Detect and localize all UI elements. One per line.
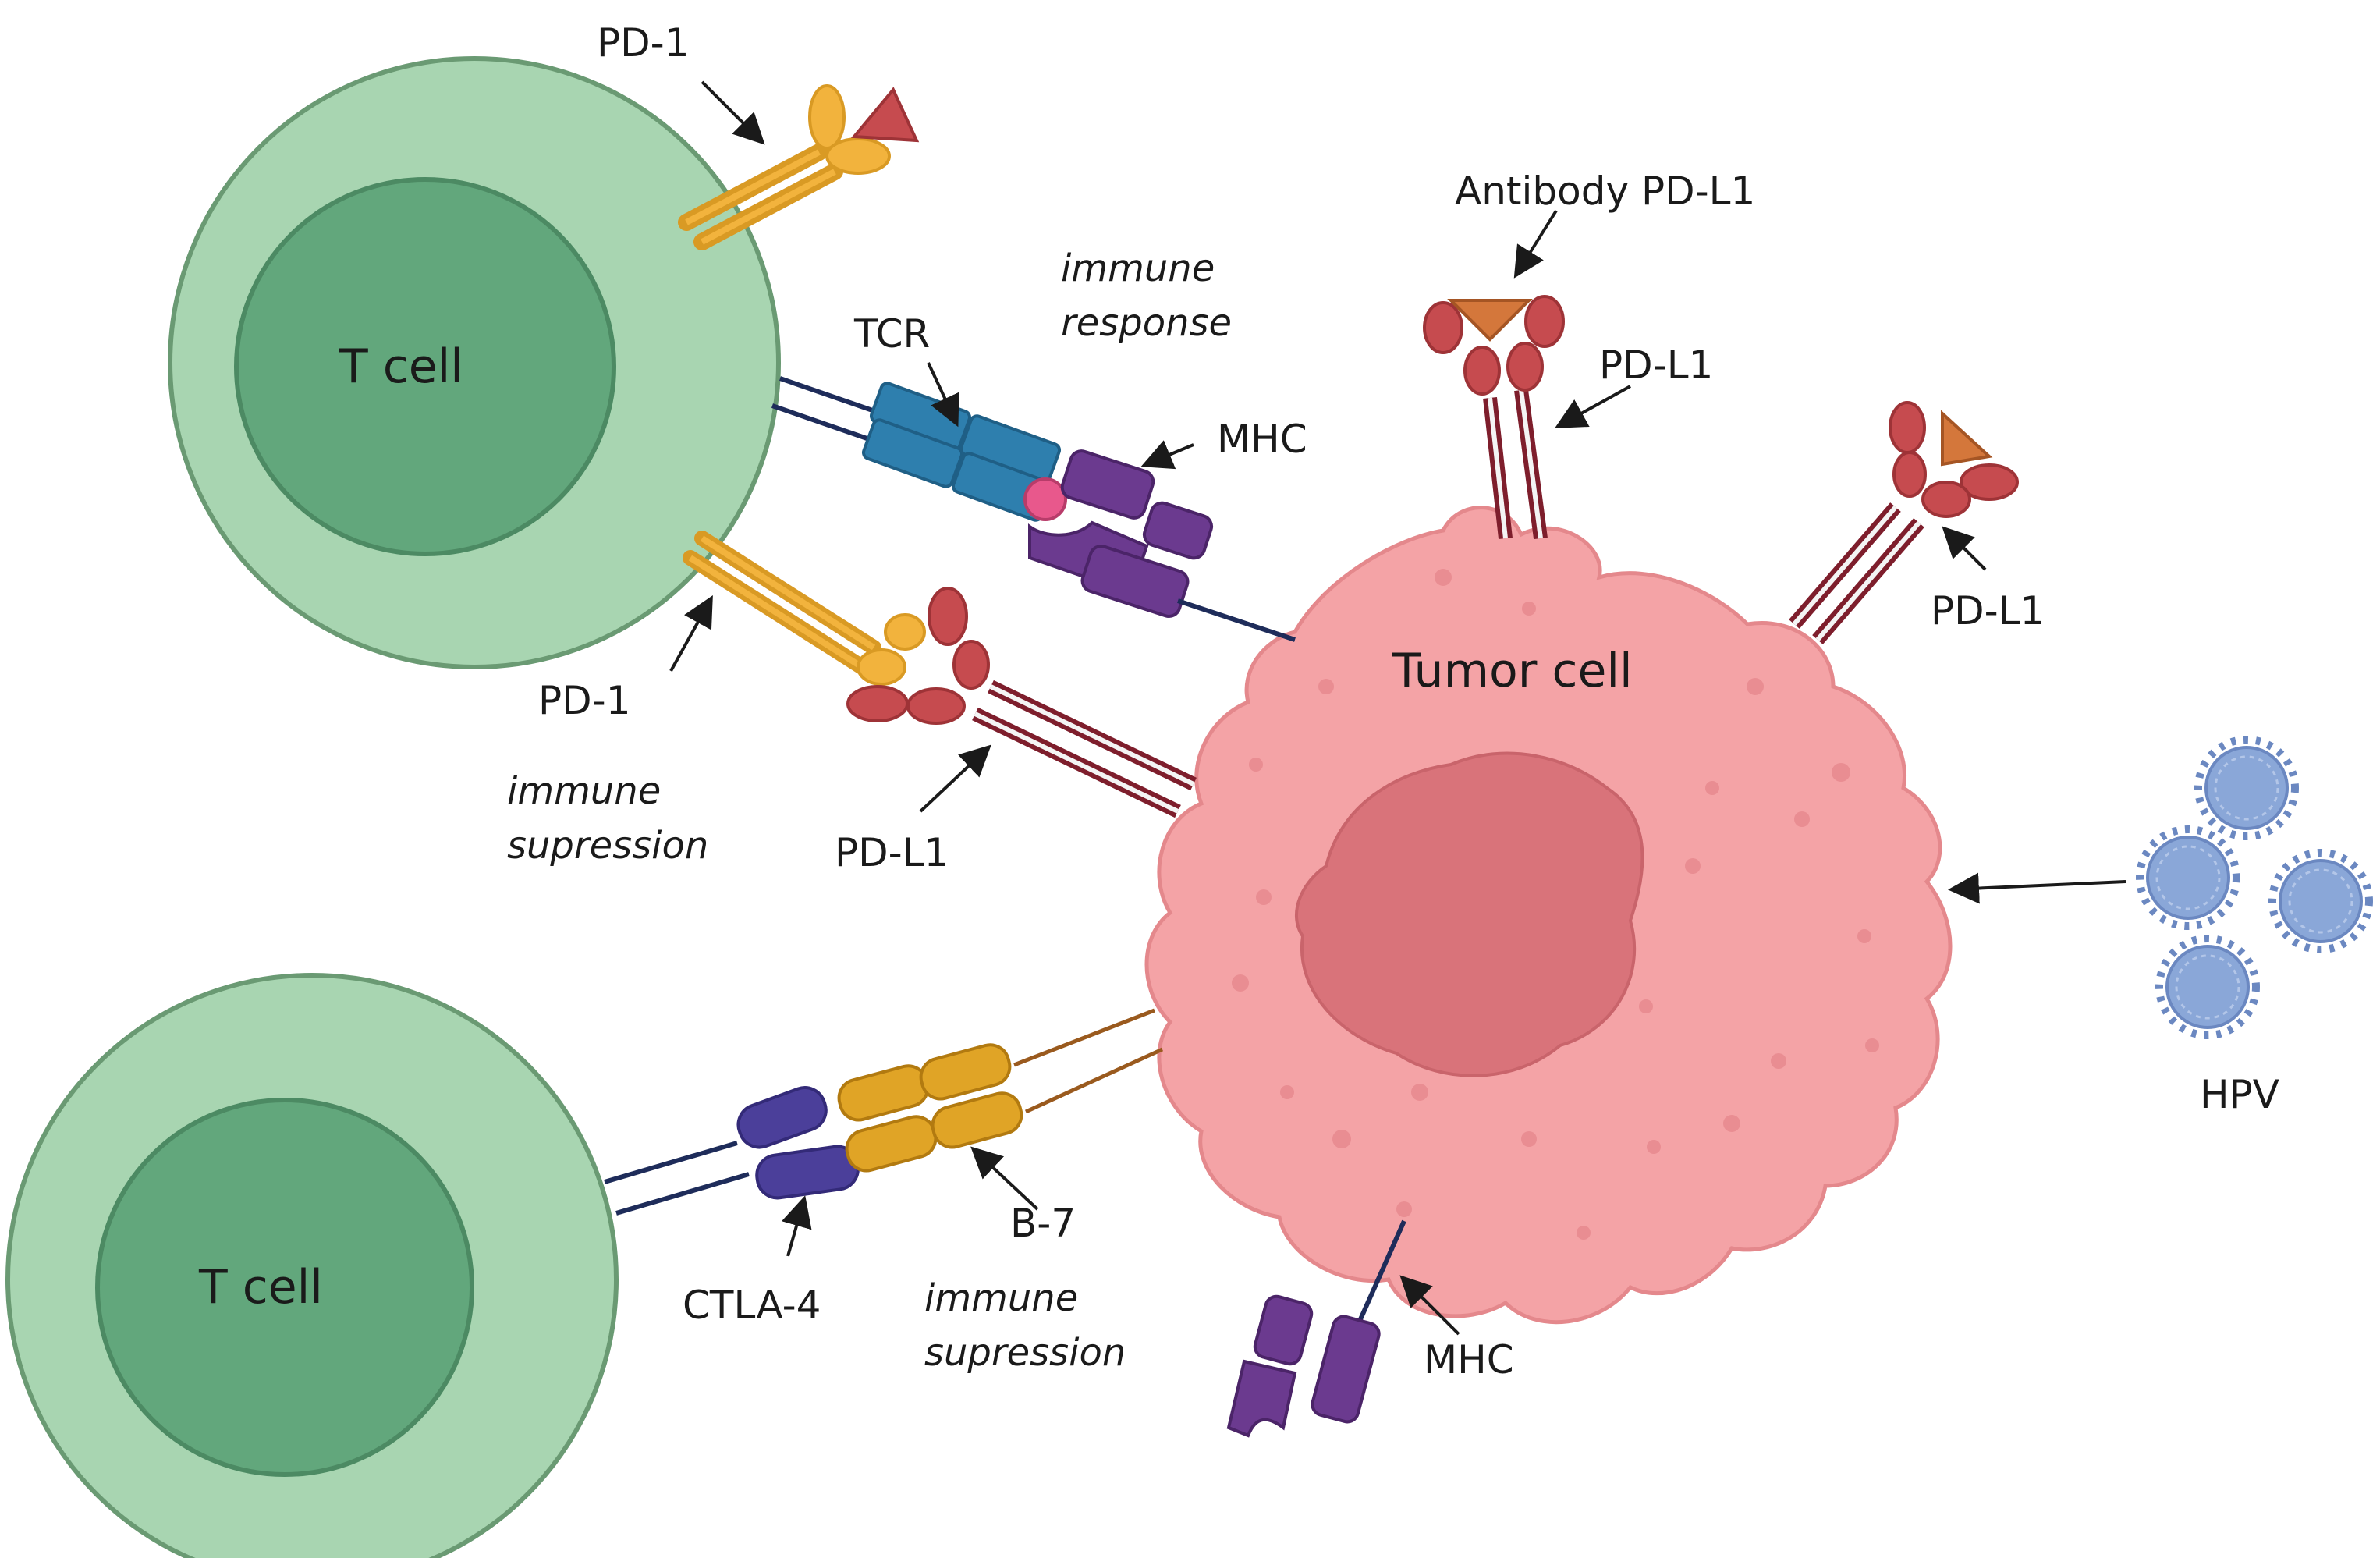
label-immune-response-2: response	[1061, 301, 1232, 345]
arrow-ctla4	[781, 1195, 812, 1257]
pdl1-top	[1423, 295, 1565, 540]
tcr-stalk	[771, 376, 882, 443]
hpv-particle	[2194, 736, 2299, 840]
label-pd1-top: PD-1	[597, 20, 690, 66]
label-tcr: TCR	[853, 311, 930, 357]
label-t-cell-lower: T cell	[198, 1260, 323, 1315]
label-tumor-cell: Tumor cell	[1392, 644, 1633, 698]
label-t-cell-upper: T cell	[339, 339, 463, 394]
ctla4-receptor	[736, 1086, 860, 1200]
ctla4-stalk	[604, 1141, 750, 1216]
arrow-hpv	[1948, 872, 2126, 904]
label-pd1-mid: PD-1	[538, 678, 631, 723]
label-hpv: HPV	[2200, 1072, 2279, 1117]
label-immune-supression-1b: supression	[507, 824, 708, 868]
label-pdl1-mid: PD-L1	[835, 830, 949, 875]
label-pdl1-top: PD-L1	[1599, 342, 1713, 388]
tumor-cell-nucleus	[1294, 751, 1644, 1077]
hpv-particle	[2136, 825, 2240, 930]
label-immune-supression-2b: supression	[924, 1331, 1126, 1375]
tumor-cell-granules	[1232, 569, 1879, 1240]
arrow-pdl1-top	[1555, 385, 1631, 428]
label-pdl1-right: PD-L1	[1931, 588, 2045, 633]
label-mhc-lower: MHC	[1424, 1337, 1514, 1382]
mhc-upper	[1028, 449, 1214, 618]
pd1-receptor-top	[678, 84, 891, 250]
t-cell-upper-nucleus	[234, 177, 616, 556]
label-b7: B-7	[1010, 1201, 1076, 1246]
b7-ligand	[837, 1043, 1023, 1173]
mhc-lower	[1226, 1294, 1381, 1438]
mhc-upper-stalk	[1177, 598, 1296, 642]
pd1-ligand-top	[850, 87, 920, 143]
arrow-pdl1-right	[1942, 526, 1987, 571]
arrow-antibody	[1513, 209, 1558, 279]
arrow-mhc-upper	[1140, 440, 1194, 470]
label-ctla4: CTLA-4	[683, 1283, 821, 1328]
labels: PD-1 T cell TCR immune response MHC Anti…	[198, 20, 2279, 1382]
antigen-peptide	[1023, 477, 1067, 521]
hpv-particle	[2268, 849, 2373, 953]
hpv-particle	[2155, 935, 2260, 1039]
label-immune-response-1: immune	[1061, 247, 1215, 290]
b7-stalk	[1013, 1008, 1164, 1114]
label-immune-supression-1a: immune	[507, 769, 661, 813]
annotation-arrows	[669, 80, 2126, 1336]
arrow-tcr	[927, 362, 959, 428]
arrow-mhc-lower	[1399, 1275, 1460, 1336]
pdl1-mid	[846, 587, 1197, 818]
pd1-receptor-mid	[683, 531, 926, 686]
label-immune-supression-2a: immune	[924, 1276, 1078, 1320]
label-antibody-pdl1: Antibody PD-L1	[1455, 169, 1755, 214]
pdl1-antibody-top	[1447, 299, 1533, 342]
t-cell-lower-nucleus	[95, 1098, 474, 1477]
tumor-cell	[1144, 506, 1953, 1325]
label-mhc-upper: MHC	[1217, 417, 1307, 462]
pdl1-right	[1789, 401, 2019, 644]
arrow-pdl1-mid	[919, 744, 991, 813]
arrow-pd1-top	[701, 80, 765, 145]
t-cell-upper	[168, 56, 781, 669]
arrow-pd1-mid	[669, 595, 713, 672]
t-cell-lower	[5, 973, 619, 1558]
arrow-b7	[970, 1146, 1039, 1211]
hpv-particles	[2136, 736, 2373, 1039]
pdl1-antibody-right	[1941, 410, 1993, 467]
